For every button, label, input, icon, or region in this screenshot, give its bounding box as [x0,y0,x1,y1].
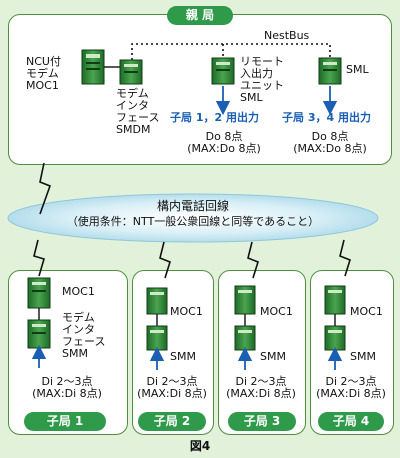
child2-moc1-device [146,287,168,315]
child-station-panel-3 [218,270,306,435]
child2-smm-label: SMM [170,350,196,363]
child1-title: 子局 1 [24,412,106,431]
child2-title: 子局 2 [138,412,206,431]
network-condition: （使用条件：NTT一般公衆回線と同等であること） [66,215,320,228]
child3-moc1-label: MOC1 [260,305,293,318]
phone-network-cloud [7,193,379,243]
child4-moc1-device [324,285,346,315]
child1-di-label: Di 2～3点 (MAX:Di 8点) [32,375,102,400]
do-label-12: Do 8点 (MAX:Do 8点) [187,130,261,155]
child4-moc1-label: MOC1 [350,305,383,318]
smdm-label: モデム インタ フェース SMDM [116,87,160,136]
parent-station-title: 親 局 [167,6,233,25]
child3-moc1-device [234,285,256,315]
child3-title: 子局 3 [228,412,296,431]
sml-device-2 [318,57,342,85]
sml-label: SML [346,63,369,76]
parent-station-panel [8,14,392,165]
child4-smm-device [324,325,346,351]
child2-moc1-label: MOC1 [170,305,203,318]
child2-line-link [159,241,171,279]
child1-moc1-device [27,277,51,309]
output-label-34: 子局 3，4 用出力 [282,111,371,124]
smdm-device [119,59,143,85]
figure-caption: 図4 [189,439,211,453]
parent-line-link [39,162,52,215]
child3-smm-device [234,325,256,351]
child-station-panel-2 [132,270,214,435]
child1-smm-device [27,319,51,349]
remote-io-label: リモート 入出力 ユニット SML [240,55,284,104]
nestbus-label: NestBus [264,29,310,42]
ncu-modem-label: NCU付 モデム MOC1 [26,55,61,92]
child2-smm-device [146,325,168,351]
do-label-34: Do 8点 (MAX:Do 8点) [293,130,367,155]
child2-di-label: Di 2～3点 (MAX:Di 8点) [137,375,207,400]
child-station-panel-4 [310,270,394,435]
sml-device-1 [211,57,235,85]
child3-line-link [247,241,259,279]
child1-smm-label: モデム インタ フェース SMM [62,311,106,360]
ncu-modem-device [81,49,105,85]
child4-smm-label: SMM [350,350,376,363]
child4-title: 子局 4 [318,412,384,431]
nestbus-line [131,43,331,60]
child1-line-link [33,239,45,277]
network-title: 構内電話回線 [156,199,229,213]
child1-moc1-label: MOC1 [62,285,95,298]
child4-di-label: Di 2～3点 (MAX:Di 8点) [316,375,386,400]
child3-smm-label: SMM [260,350,286,363]
child3-di-label: Di 2～3点 (MAX:Di 8点) [226,375,296,400]
child4-line-link [339,239,351,277]
output-label-12: 子局 1，2 用出力 [170,111,259,124]
